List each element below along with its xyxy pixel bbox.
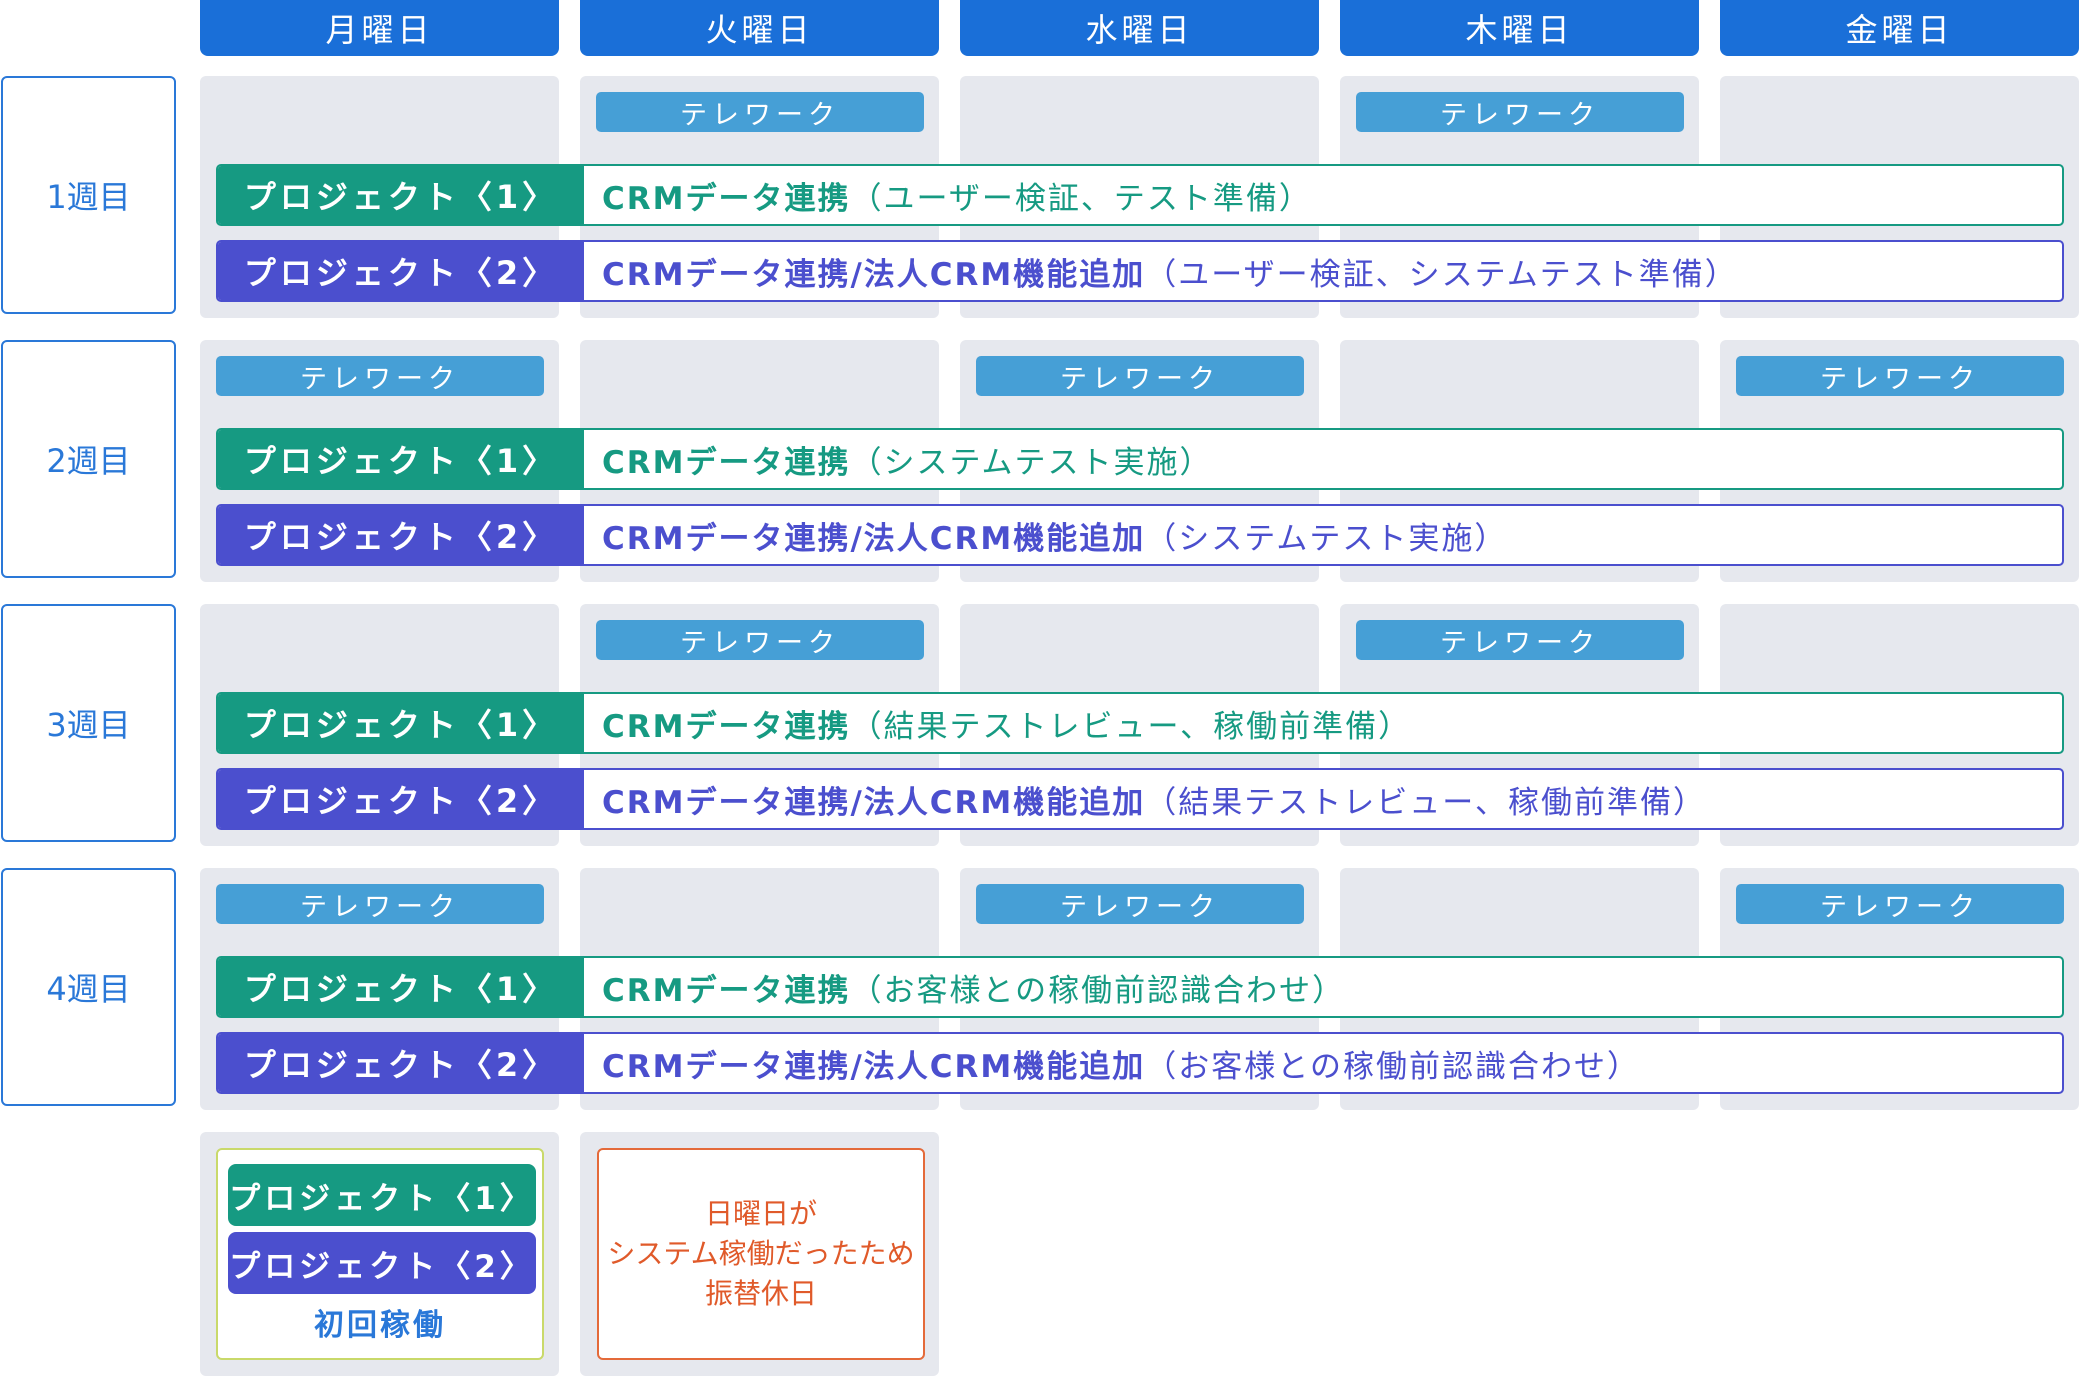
- project1-tag: プロジェクト〈1〉: [218, 166, 584, 224]
- project1-task: CRMデータ連携（システムテスト実施）: [584, 430, 1213, 488]
- project1-bar: プロジェクト〈1〉CRMデータ連携（お客様との稼働前認識合わせ）: [216, 956, 2064, 1018]
- day-header-2: 火曜日: [580, 0, 939, 56]
- task-name: CRMデータ連携: [602, 180, 851, 217]
- task-name: CRMデータ連携/法人CRM機能追加: [602, 784, 1146, 821]
- project1-tag: プロジェクト〈1〉: [218, 430, 584, 488]
- week-label-3: 3週目: [1, 604, 176, 842]
- project1-bar: プロジェクト〈1〉CRMデータ連携（システムテスト実施）: [216, 428, 2064, 490]
- project2-tag: プロジェクト〈2〉: [218, 242, 584, 300]
- week-label-1: 1週目: [1, 76, 176, 314]
- project1-bar: プロジェクト〈1〉CRMデータ連携（ユーザー検証、テスト準備）: [216, 164, 2064, 226]
- legend-box: プロジェクト〈1〉プロジェクト〈2〉初回稼働: [216, 1148, 544, 1360]
- project1-tag: プロジェクト〈1〉: [218, 958, 584, 1016]
- task-detail: （システムテスト実施）: [850, 444, 1213, 481]
- task-detail: （お客様との稼働前認識合わせ）: [850, 972, 1346, 1009]
- holiday-note: 日曜日がシステム稼働だったため振替休日: [597, 1148, 925, 1360]
- telework-badge: テレワーク: [596, 620, 924, 660]
- project1-task: CRMデータ連携（結果テストレビュー、稼働前準備）: [584, 694, 1411, 752]
- day-header-3: 水曜日: [960, 0, 1319, 56]
- project2-bar: プロジェクト〈2〉CRMデータ連携/法人CRM機能追加（ユーザー検証、システムテ…: [216, 240, 2064, 302]
- project2-bar: プロジェクト〈2〉CRMデータ連携/法人CRM機能追加（結果テストレビュー、稼働…: [216, 768, 2064, 830]
- task-detail: （結果テストレビュー、稼働前準備）: [850, 708, 1412, 745]
- telework-badge: テレワーク: [1356, 92, 1684, 132]
- task-name: CRMデータ連携: [602, 972, 851, 1009]
- project2-task: CRMデータ連携/法人CRM機能追加（ユーザー検証、システムテスト準備）: [584, 242, 1738, 300]
- project2-task: CRMデータ連携/法人CRM機能追加（システムテスト実施）: [584, 506, 1507, 564]
- week-label-4: 4週目: [1, 868, 176, 1106]
- day-header-5: 金曜日: [1720, 0, 2079, 56]
- note-line: 振替休日: [704, 1277, 817, 1310]
- telework-badge: テレワーク: [216, 884, 544, 924]
- project2-bar: プロジェクト〈2〉CRMデータ連携/法人CRM機能追加（お客様との稼働前認識合わ…: [216, 1032, 2064, 1094]
- project1-bar: プロジェクト〈1〉CRMデータ連携（結果テストレビュー、稼働前準備）: [216, 692, 2064, 754]
- project1-task: CRMデータ連携（お客様との稼働前認識合わせ）: [584, 958, 1345, 1016]
- project2-task: CRMデータ連携/法人CRM機能追加（お客様との稼働前認識合わせ）: [584, 1034, 1640, 1092]
- task-name: CRMデータ連携: [602, 444, 851, 481]
- task-name: CRMデータ連携/法人CRM機能追加: [602, 520, 1146, 557]
- project2-task: CRMデータ連携/法人CRM機能追加（結果テストレビュー、稼働前準備）: [584, 770, 1706, 828]
- day-header-4: 木曜日: [1340, 0, 1699, 56]
- telework-badge: テレワーク: [596, 92, 924, 132]
- legend-project2-tag: プロジェクト〈2〉: [228, 1232, 536, 1294]
- telework-badge: テレワーク: [216, 356, 544, 396]
- task-detail: （お客様との稼働前認識合わせ）: [1145, 1048, 1640, 1085]
- telework-badge: テレワーク: [976, 884, 1304, 924]
- project2-tag: プロジェクト〈2〉: [218, 770, 584, 828]
- task-name: CRMデータ連携/法人CRM機能追加: [602, 256, 1146, 293]
- legend-caption: 初回稼働: [314, 1308, 446, 1343]
- task-detail: （結果テストレビュー、稼働前準備）: [1145, 784, 1706, 821]
- telework-badge: テレワーク: [1736, 884, 2064, 924]
- project1-task: CRMデータ連携（ユーザー検証、テスト準備）: [584, 166, 1312, 224]
- week-label-2: 2週目: [1, 340, 176, 578]
- legend-project1-tag: プロジェクト〈1〉: [228, 1164, 536, 1226]
- note-line: 日曜日が: [704, 1197, 817, 1230]
- telework-badge: テレワーク: [1356, 620, 1684, 660]
- task-name: CRMデータ連携: [602, 708, 851, 745]
- project2-bar: プロジェクト〈2〉CRMデータ連携/法人CRM機能追加（システムテスト実施）: [216, 504, 2064, 566]
- task-detail: （ユーザー検証、テスト準備）: [850, 180, 1312, 217]
- telework-badge: テレワーク: [976, 356, 1304, 396]
- task-detail: （ユーザー検証、システムテスト準備）: [1145, 256, 1738, 293]
- telework-badge: テレワーク: [1736, 356, 2064, 396]
- project2-tag: プロジェクト〈2〉: [218, 1034, 584, 1092]
- project2-tag: プロジェクト〈2〉: [218, 506, 584, 564]
- day-header-1: 月曜日: [200, 0, 559, 56]
- project1-tag: プロジェクト〈1〉: [218, 694, 584, 752]
- task-detail: （システムテスト実施）: [1145, 520, 1508, 557]
- note-line: システム稼働だったため: [607, 1237, 915, 1270]
- task-name: CRMデータ連携/法人CRM機能追加: [602, 1048, 1146, 1085]
